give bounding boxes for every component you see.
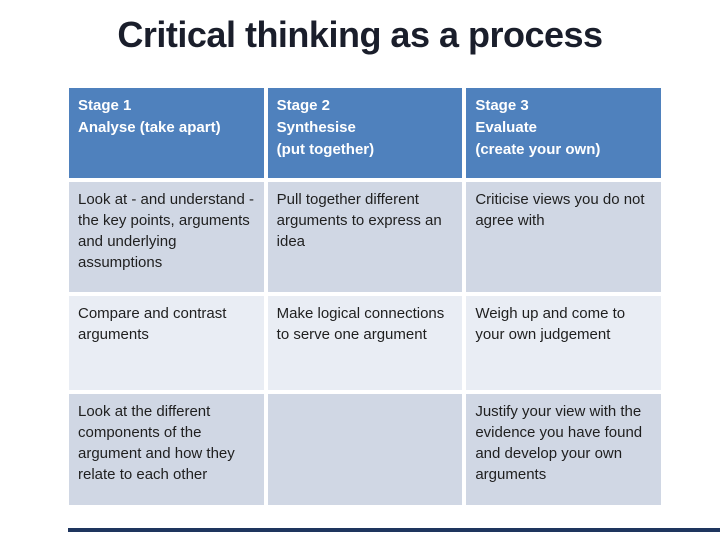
table-cell-analyse-2: Compare and contrast arguments (69, 296, 264, 390)
header-cell-stage-1: Stage 1 Analyse (take apart) (69, 88, 264, 178)
bottom-accent-line (68, 528, 720, 532)
table-cell-synthesise-1: Pull together different arguments to exp… (267, 182, 463, 292)
table-cell-evaluate-2: Weigh up and come to your own judgement (466, 296, 661, 390)
slide-title: Critical thinking as a process (117, 14, 603, 55)
header-cell-stage-3: Stage 3 Evaluate (create your own) (466, 88, 661, 178)
table-cell-evaluate-3: Justify your view with the evidence you … (466, 394, 661, 505)
table-cell-analyse-3: Look at the different components of the … (69, 394, 264, 505)
header-cell-stage-2: Stage 2 Synthesise (put together) (267, 88, 463, 178)
table-cell-synthesise-2: Make logical connections to serve one ar… (267, 296, 463, 390)
table-cell-synthesise-3-empty (267, 394, 463, 505)
table-cell-evaluate-1: Criticise views you do not agree with (466, 182, 661, 292)
process-table: Stage 1 Analyse (take apart) Stage 2 Syn… (69, 88, 661, 505)
table-cell-analyse-1: Look at - and understand - the key point… (69, 182, 264, 292)
